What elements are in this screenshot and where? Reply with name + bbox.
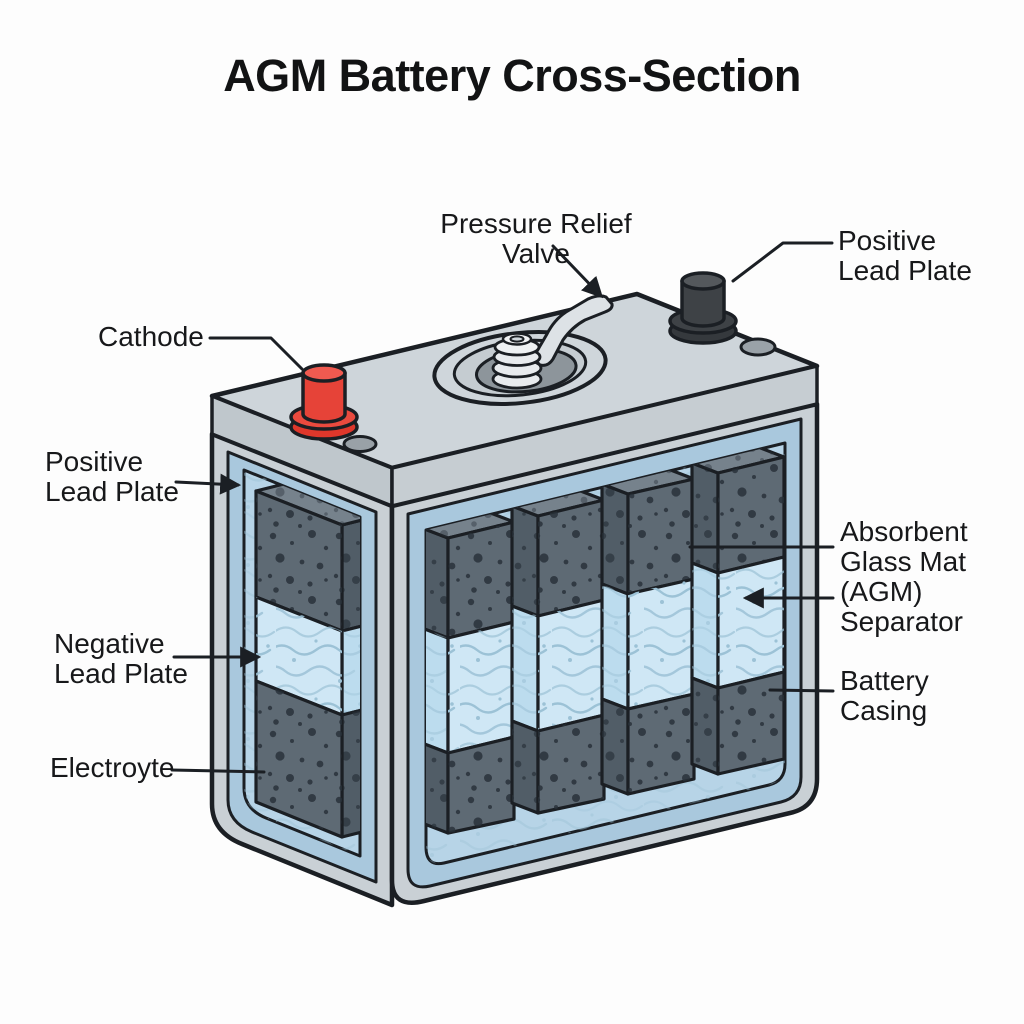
plate-stack-left (254, 482, 360, 839)
plate-stack (426, 510, 516, 835)
leader-cathode (208, 336, 304, 371)
valve-spring (491, 332, 543, 390)
label-negative-lead-plate: Negative Lead Plate (54, 628, 188, 689)
positive-terminal-black (668, 271, 738, 345)
leader-lines (170, 241, 835, 774)
leader-pressure-relief-valve (551, 244, 604, 299)
cathode-terminal-red (289, 363, 359, 441)
plate-stack (690, 445, 785, 776)
plate-stack-array (426, 445, 785, 835)
label-positive-lead-plate-left: Positive Lead Plate (45, 446, 179, 507)
leader-battery-casing (768, 688, 835, 693)
label-battery-casing: Battery Casing (840, 665, 929, 726)
leader-positive-lead-plate-top (731, 241, 834, 283)
leader-positive-lead-plate-left (174, 473, 242, 495)
plate-stack (600, 467, 696, 796)
label-electrolyte: Electroyte (50, 752, 175, 783)
label-pressure-relief-valve: Pressure Relief Valve (440, 208, 632, 269)
leader-electrolyte (170, 768, 266, 774)
label-cathode: Cathode (98, 321, 204, 352)
valve-lever (531, 294, 614, 367)
vent-cap-right (739, 337, 777, 357)
label-positive-lead-plate-top: Positive Lead Plate (838, 225, 972, 286)
label-agm-separator: Absorbent Glass Mat (AGM) Separator (840, 516, 968, 637)
page-title: AGM Battery Cross-Section (223, 50, 801, 101)
plate-stack (510, 488, 606, 815)
vent-cap-left (342, 435, 378, 453)
